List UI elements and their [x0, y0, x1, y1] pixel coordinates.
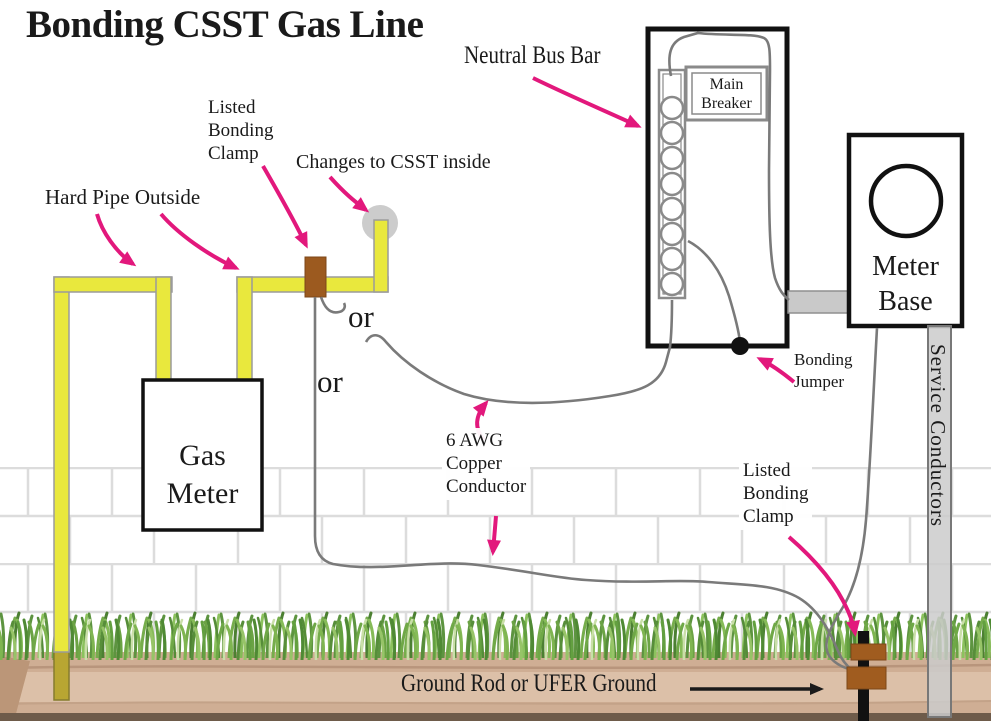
- gas-riser-underground: [53, 649, 70, 701]
- page-title: Bonding CSST Gas Line: [26, 3, 424, 46]
- arrow-changes-to-csst: [328, 175, 370, 213]
- gas-meter-box: [141, 378, 264, 532]
- bus-bar-lugs: [659, 95, 685, 297]
- label-line: Main: [709, 76, 744, 93]
- label-line: Clamp: [743, 506, 794, 528]
- label-line: Meter: [166, 476, 239, 510]
- gas-piping: [53, 205, 398, 701]
- bus-to-jumper-wire: [687, 239, 742, 343]
- label-line: Copper: [446, 453, 502, 475]
- label-listed-bonding-clamp-right: Listed Bonding Clamp: [739, 458, 813, 530]
- arrow-six-awg-down: [487, 515, 501, 556]
- label-six-awg: 6 AWG Copper Conductor: [442, 428, 531, 500]
- dirt-ground: [0, 652, 991, 721]
- arrow-hard-pipe-2: [159, 212, 240, 270]
- service-conductors-conduit: [927, 325, 952, 718]
- label-service-conductors: Service Conductors: [926, 344, 951, 528]
- arrow-hard-pipe-1: [95, 213, 137, 267]
- pipe-drop-to-meter-left: [155, 276, 172, 384]
- pointer-arrows: [95, 76, 860, 637]
- arrow-bonding-clamp-left: [261, 165, 308, 249]
- label-bonding-jumper: Bonding Jumper: [794, 349, 853, 393]
- label-line: Meter: [872, 251, 939, 282]
- label-or-lower: or: [317, 364, 343, 399]
- label-line: Listed: [208, 97, 256, 118]
- label-line: Listed: [743, 460, 791, 481]
- panel-meter-conduit: [787, 290, 850, 314]
- label-line: Clamp: [208, 143, 259, 165]
- gas-riser-pipe: [53, 276, 70, 653]
- main-breaker-box: [684, 65, 769, 122]
- label-line: Jumper: [794, 372, 845, 392]
- hard-pipe-horizontal-1: [53, 276, 173, 293]
- bonding-jumper-dot: [731, 337, 749, 355]
- label-neutral-bus-bar: Neutral Bus Bar: [464, 42, 601, 69]
- pipe-drop-to-meter-right: [236, 276, 253, 384]
- main-breaker-box-inner: [691, 72, 762, 115]
- six-awg-conductor-to-ground-rod: [313, 297, 854, 673]
- label-line: Bonding: [208, 120, 274, 142]
- bonding-clamp-on-pipe: [304, 256, 327, 298]
- meter-dial: [868, 163, 944, 239]
- label-line: Breaker: [701, 95, 752, 113]
- arrow-neutral-bus-bar: [532, 76, 642, 128]
- main-breaker-label: Main Breaker: [692, 75, 761, 113]
- meter-base-label: Meter Base: [849, 249, 962, 319]
- conductor-wires: [313, 31, 879, 673]
- ground-rod-clamp-lower: [846, 666, 887, 690]
- label-line: Conductor: [446, 476, 527, 498]
- label-line: Gas: [179, 439, 226, 472]
- six-awg-conductor-to-panel: [364, 299, 674, 405]
- label-or-upper: or: [348, 299, 374, 334]
- arrow-bonding-jumper: [756, 357, 796, 384]
- clamp-pigtail-wire: [319, 296, 347, 314]
- label-line: Bonding: [794, 350, 853, 369]
- label-ground-rod: Ground Rod or UFER Ground: [401, 670, 657, 697]
- label-changes-to-csst: Changes to CSST inside: [296, 151, 491, 173]
- label-line: 6 AWG: [446, 430, 504, 451]
- label-hard-pipe-outside: Hard Pipe Outside: [45, 185, 201, 209]
- csst-riser-pipe: [373, 219, 389, 293]
- label-line: Base: [878, 286, 933, 317]
- label-listed-bonding-clamp-left: Listed Bonding Clamp: [208, 96, 273, 166]
- gas-meter-label: Gas Meter: [143, 437, 262, 512]
- breaker-panel: [645, 26, 790, 349]
- arrow-bonding-clamp-right: [787, 535, 860, 637]
- label-line: Bonding: [743, 483, 809, 505]
- grass: [0, 608, 991, 660]
- grounding-electrode-conductor: [825, 327, 879, 673]
- ground-rod-clamp-upper: [850, 643, 887, 661]
- panel-loop-wire: [668, 31, 790, 301]
